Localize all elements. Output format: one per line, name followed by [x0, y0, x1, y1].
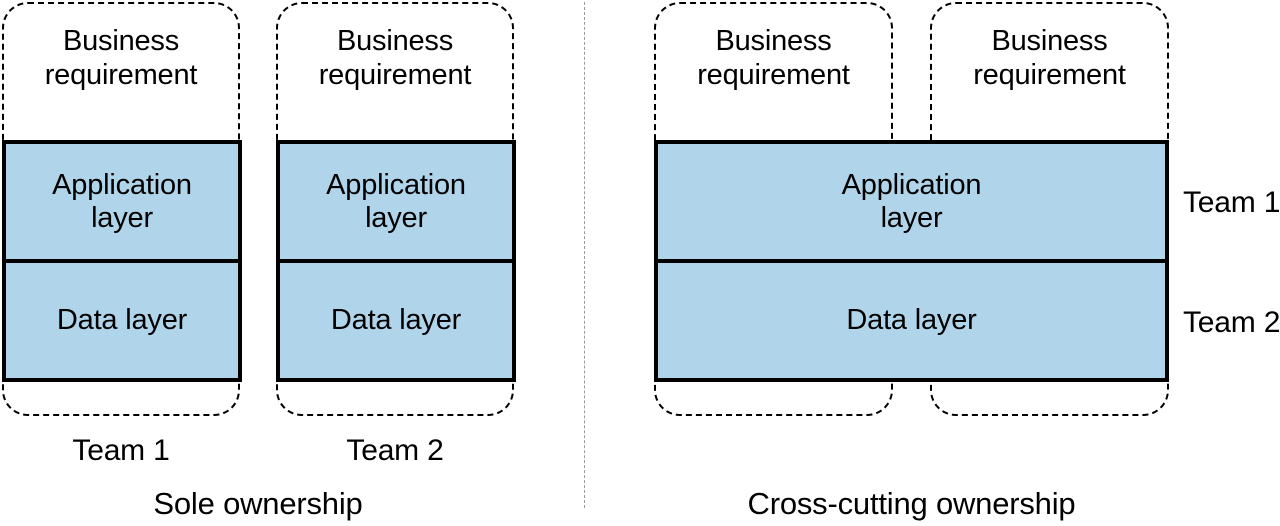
owner-label-application-layer: Team 1 [1183, 186, 1280, 219]
requirement-label-team2: Business requirement [318, 25, 472, 92]
owner-label-data-layer: Team 2 [1183, 306, 1280, 339]
requirement-label-team1: Business requirement [44, 25, 198, 92]
panel-caption-cross-cutting-ownership: Cross-cutting ownership [747, 486, 1076, 521]
application-layer-label-team1: Application layer [52, 168, 192, 234]
application-layer-label-shared: Application layer [841, 168, 982, 234]
data-layer-label-team2: Data layer [330, 304, 462, 337]
data-layer-box-team2[interactable]: Data layer [276, 261, 516, 382]
data-layer-label-team1: Data layer [56, 304, 188, 337]
application-layer-box-shared[interactable]: Application layer [654, 140, 1169, 263]
application-layer-label-team2: Application layer [326, 168, 466, 234]
mask-left-right-panel [648, 142, 658, 382]
data-layer-label-shared: Data layer [846, 304, 977, 337]
data-layer-box-shared[interactable]: Data layer [654, 261, 1169, 382]
requirement-label-right-1: Business requirement [697, 25, 850, 92]
requirement-label-right-2: Business requirement [973, 25, 1126, 92]
team-caption-left-col1: Team 1 [72, 434, 170, 467]
data-layer-box-team1[interactable]: Data layer [2, 261, 242, 382]
panel-divider [584, 2, 585, 508]
panel-caption-sole-ownership: Sole ownership [153, 486, 363, 521]
application-layer-box-team2[interactable]: Application layer [276, 140, 516, 263]
team-caption-left-col2: Team 2 [346, 434, 444, 467]
application-layer-box-team1[interactable]: Application layer [2, 140, 242, 263]
